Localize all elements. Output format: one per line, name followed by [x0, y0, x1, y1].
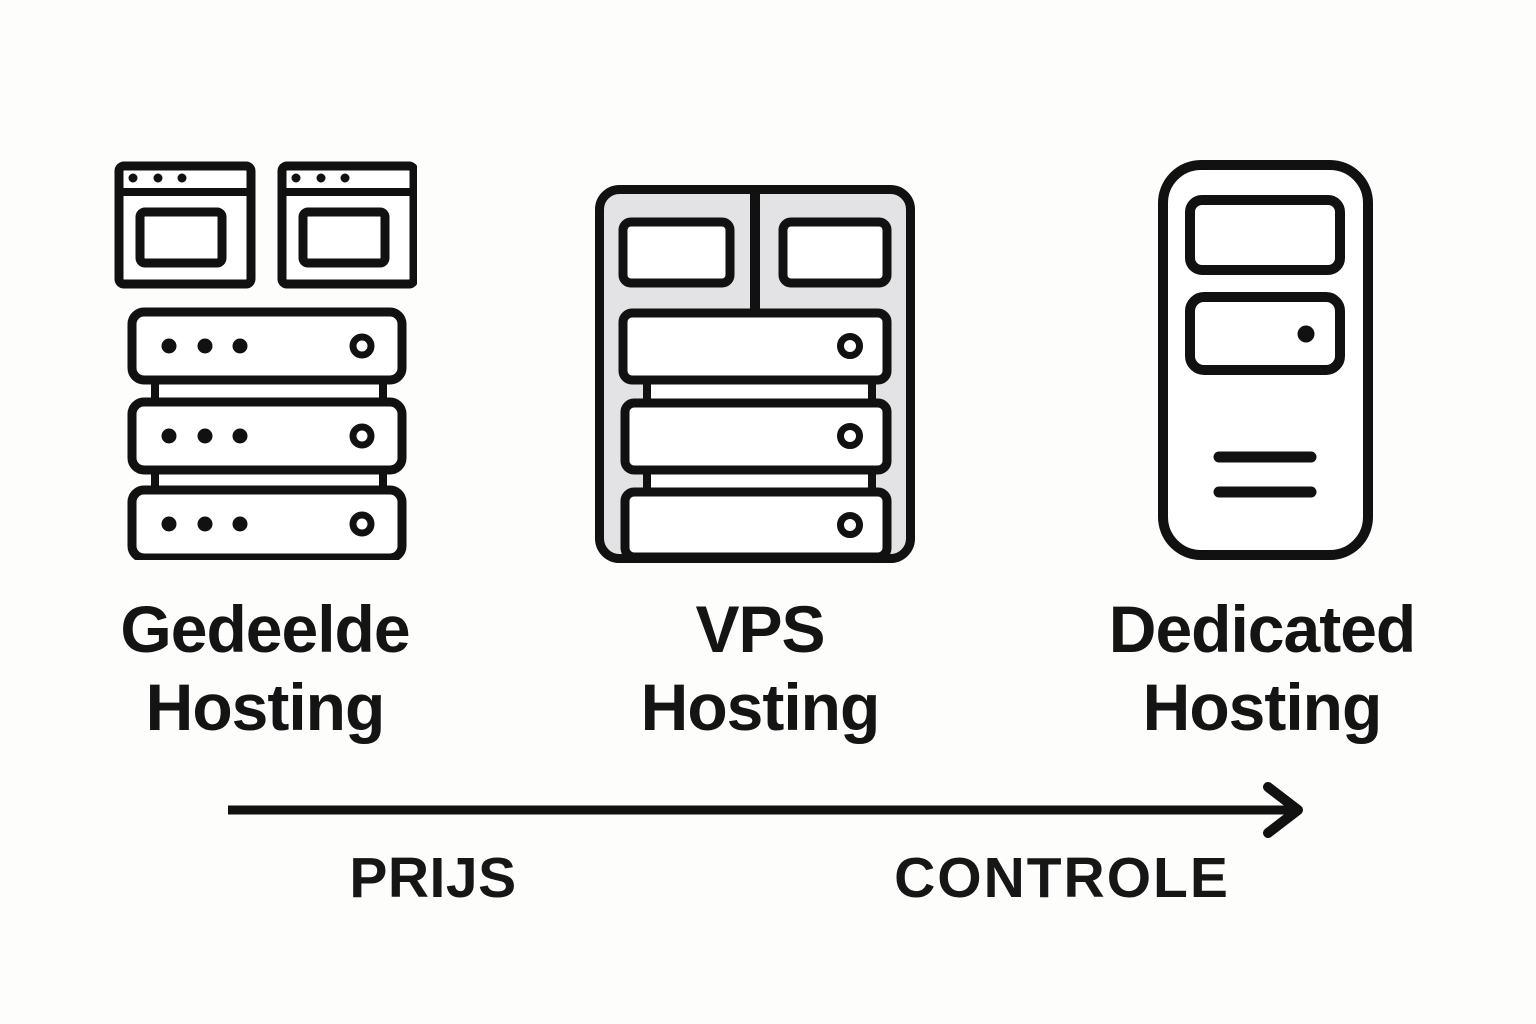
browser-window-icon: [277, 161, 417, 289]
label-dedicated-hosting: Dedicated Hosting: [1052, 590, 1472, 746]
label-line: Dedicated: [1108, 592, 1416, 666]
axis-label-control: CONTROLE: [894, 846, 1230, 910]
vm-slot-icon: [778, 217, 892, 288]
vps-hosting-icon: [595, 185, 915, 563]
browser-window-icon: [114, 161, 256, 289]
shared-hosting-icon: [112, 160, 417, 560]
dedicated-hosting-icon: [1158, 160, 1373, 560]
server-stack-icon: [127, 307, 407, 560]
power-dot-icon: [1297, 325, 1315, 343]
label-line: Hosting: [145, 670, 386, 744]
shared-hosting-servers-graphic: [114, 161, 417, 560]
label-line: Hosting: [640, 670, 881, 744]
axis-label-price: PRIJS: [349, 846, 517, 910]
vm-slot-icon: [618, 217, 735, 288]
axis-arrow: [0, 760, 1536, 860]
right-arrow-icon: [228, 782, 1303, 838]
server-stack-icon: [618, 308, 892, 562]
vps-partitioned-server-graphic: [595, 185, 915, 563]
drive-bay-icon: [1185, 195, 1345, 275]
label-line: VPS: [695, 592, 825, 666]
tower-server-graphic: [1158, 160, 1373, 560]
drive-bay-icon: [1185, 292, 1345, 375]
label-line: Gedeelde: [120, 592, 410, 666]
label-vps-hosting: VPS Hosting: [550, 590, 970, 746]
label-line: Hosting: [1142, 670, 1383, 744]
label-shared-hosting: Gedeelde Hosting: [55, 590, 475, 746]
